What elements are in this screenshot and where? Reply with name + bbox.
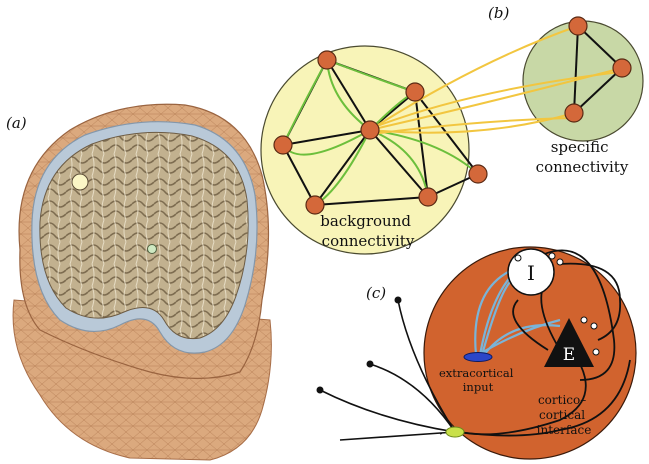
background-edges [282,25,623,206]
extracortical-input-fibers [474,269,561,356]
synapse-markers [514,252,600,356]
panel-b-connectivity: (b) [260,4,644,255]
panel-label-b: (b) [488,4,509,22]
brain-cortex [39,131,249,340]
excitatory-population-label: E [563,345,575,365]
external-fibers [319,299,456,441]
background-nodes [273,50,488,215]
cortico-cortical-interface-label: cortico– cortical interface [537,393,592,437]
external-fiber-endpoints [316,296,402,394]
background-connectivity-label: background connectivity [320,212,416,250]
cortico-cortical-interface-marker [445,426,465,438]
extracortical-input-label: extracortical input [439,366,517,394]
specific-nodes [564,16,632,123]
inhibitory-population-label: I [527,261,535,285]
panel-label-a: (a) [6,114,27,132]
panel-a-head-model: (a) [6,103,272,461]
cortex-source-marker [147,244,157,254]
cortical-column-area [423,246,637,460]
excitatory-population-node [544,318,594,367]
panel-c-microcircuit: (c) [316,246,637,460]
scalp-electrode-marker [71,173,89,191]
extracortical-input-source [463,352,493,362]
panel-label-c: (c) [366,284,386,302]
specific-connectivity-label: specific connectivity [536,138,629,176]
specific-long-range-fibers [369,25,623,135]
